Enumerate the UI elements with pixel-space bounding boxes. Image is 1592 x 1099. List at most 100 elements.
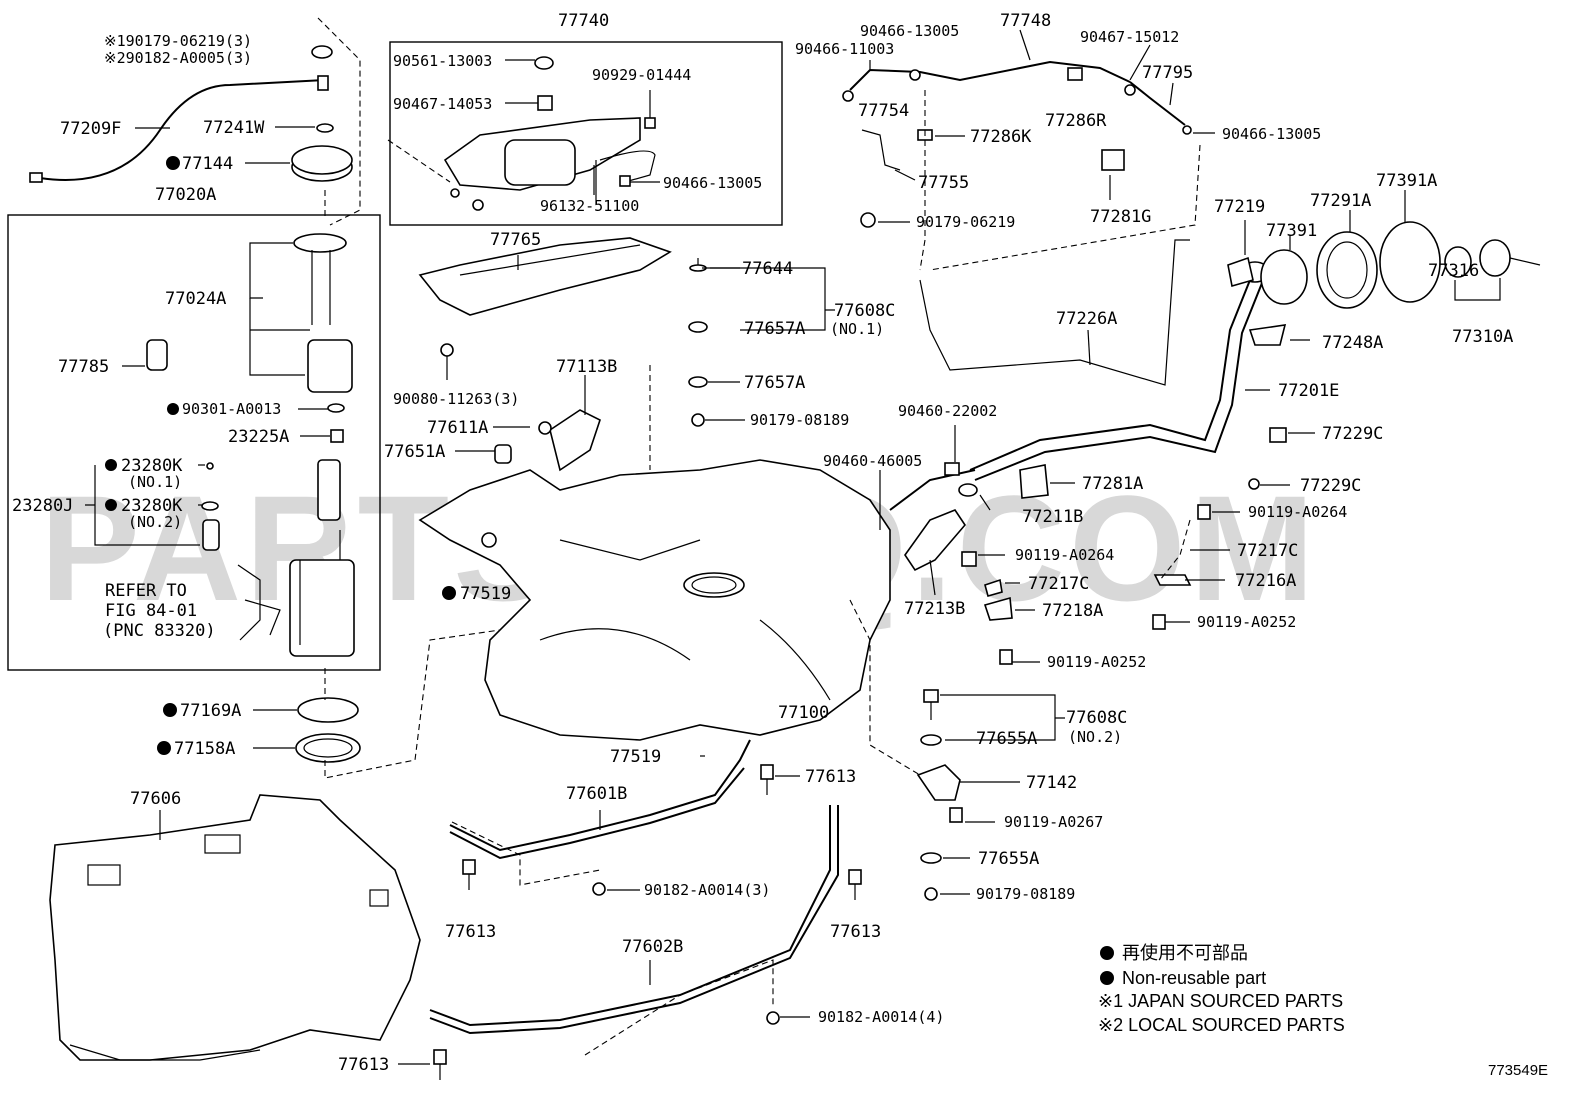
gasket-77391a	[1379, 221, 1441, 303]
label-90179-06219: 90179-06219	[916, 213, 1015, 231]
label-23280j: 23280J	[12, 496, 73, 516]
label-refer-fig: FIG 84-01	[105, 601, 197, 621]
label-77286r: 77286R	[1045, 111, 1107, 131]
bracket-77113b	[549, 409, 601, 472]
legend-en: Non-reusable part	[1122, 968, 1266, 988]
label-90119-a0252-a: 90119-A0252	[1197, 613, 1296, 631]
label-77291a: 77291A	[1310, 191, 1371, 211]
label-77144: 77144	[182, 154, 233, 174]
label-90119-a0252-b: 90119-A0252	[1047, 653, 1146, 671]
label-77217c-2: 77217C	[1028, 574, 1089, 594]
label-77158a: 77158A	[174, 739, 235, 759]
label-77613-b: 77613	[445, 922, 496, 942]
label-90080-11263: 90080-11263(3)	[393, 390, 519, 408]
label-77201e: 77201E	[1278, 381, 1339, 401]
filler-housing-77291a	[1316, 231, 1378, 309]
canister-group-box	[389, 41, 783, 226]
label-77142: 77142	[1026, 773, 1077, 793]
label-77644: 77644	[742, 259, 793, 279]
label-77219: 77219	[1214, 197, 1265, 217]
label-77281a: 77281A	[1082, 474, 1143, 494]
label-90467-14053: 90467-14053	[393, 95, 492, 113]
ring-77316	[1444, 246, 1472, 278]
label-77169a: 77169A	[180, 701, 241, 721]
tank-band-77602b	[429, 805, 831, 1027]
label-77657a-2: 77657A	[744, 373, 805, 393]
legend-note2: ※2 LOCAL SOURCED PARTS	[1098, 1015, 1345, 1035]
label-90119-a0267: 90119-A0267	[1004, 813, 1103, 831]
label-77765: 77765	[490, 230, 541, 250]
label-90466-13005-a: 90466-13005	[663, 174, 762, 192]
label-no2-b: (NO.2)	[1068, 728, 1122, 746]
label-no1: (NO.1)	[128, 473, 182, 491]
label-77209f: 77209F	[60, 119, 121, 139]
label-23280k-1: 23280K	[121, 456, 183, 476]
label-77740: 77740	[558, 11, 609, 31]
label-90182-a0005: ※290182-A0005(3)	[104, 49, 252, 67]
hose-77213b	[904, 509, 967, 572]
label-90929-01444: 90929-01444	[592, 66, 691, 84]
charcoal-canister[interactable]	[443, 56, 656, 211]
label-77213b: 77213B	[904, 599, 965, 619]
label-77655a-2: 77655A	[978, 849, 1039, 869]
vent-tube-77748	[849, 60, 1131, 91]
fuel-cap-77310a	[1479, 239, 1511, 277]
legend: 再使用不可部品 Non-reusable part ※1 JAPAN SOURC…	[1098, 943, 1345, 1035]
label-90119-a0264-b: 90119-A0264	[1015, 546, 1114, 564]
label-77613-a: 77613	[805, 767, 856, 787]
label-refer-pnc: (PNC 83320)	[103, 621, 216, 641]
cap-seal-77391	[1260, 249, 1308, 305]
tank-band-77601b	[449, 739, 751, 852]
label-77606: 77606	[130, 789, 181, 809]
bracket-77142	[916, 764, 961, 801]
label-90460-22002: 90460-22002	[898, 402, 997, 420]
label-77286k: 77286K	[970, 127, 1032, 147]
label-77216a: 77216A	[1235, 571, 1296, 591]
label-90179-08189-a: 90179-08189	[750, 411, 849, 429]
label-77613-d: 77613	[338, 1055, 389, 1075]
label-77795: 77795	[1142, 63, 1193, 83]
label-77754: 77754	[858, 101, 909, 121]
label-77608c-1: 77608C	[834, 301, 895, 321]
label-77651a: 77651A	[384, 442, 445, 462]
label-77657a-1: 77657A	[744, 319, 805, 339]
label-77613-c: 77613	[830, 922, 881, 942]
label-96132-51100: 96132-51100	[540, 197, 639, 215]
label-23225a: 23225A	[228, 427, 289, 447]
label-90179-08189-b: 90179-08189	[976, 885, 1075, 903]
label-77601b: 77601B	[566, 784, 627, 804]
label-77316: 77316	[1428, 261, 1479, 281]
label-77024a: 77024A	[165, 289, 226, 309]
label-refer-to: REFER TO	[105, 581, 187, 601]
label-90467-15012: 90467-15012	[1080, 28, 1179, 46]
label-90466-11003: 90466-11003	[795, 40, 894, 58]
label-90179-06219: ※190179-06219(3)	[104, 32, 252, 50]
label-no1-b: (NO.1)	[830, 320, 884, 338]
breather-tube-77226a	[919, 239, 1190, 386]
fuel-pump-assembly[interactable]	[29, 45, 355, 657]
legend-note1: ※1 JAPAN SOURCED PARTS	[1098, 991, 1343, 1011]
label-90466-13005-b: 90466-13005	[860, 22, 959, 40]
label-77310a: 77310A	[1452, 327, 1513, 347]
label-77519-b: 77519	[610, 747, 661, 767]
label-77391a: 77391A	[1376, 171, 1437, 191]
label-77241w: 77241W	[203, 118, 265, 138]
retainer-ring-77158a	[295, 733, 361, 763]
pump-group-box	[7, 214, 381, 671]
tank-protector-77606	[49, 794, 421, 1061]
label-77281g: 77281G	[1090, 207, 1151, 227]
label-90466-13005-c: 90466-13005	[1222, 125, 1321, 143]
label-90561-13003: 90561-13003	[393, 52, 492, 70]
label-90301-a0013: 90301-A0013	[182, 400, 281, 418]
fuel-tank-77100	[418, 459, 891, 741]
bolt-77613	[433, 764, 862, 1080]
label-77655a-1: 77655A	[976, 729, 1037, 749]
label-77391: 77391	[1266, 221, 1317, 241]
label-77748: 77748	[1000, 11, 1051, 31]
label-77211b: 77211B	[1022, 507, 1083, 527]
label-77608c-2: 77608C	[1066, 708, 1127, 728]
label-77226a: 77226A	[1056, 309, 1117, 329]
legend-jp: 再使用不可部品	[1122, 943, 1248, 963]
label-90182-a0014-3: 90182-A0014(3)	[644, 881, 770, 899]
label-77785: 77785	[58, 357, 109, 377]
